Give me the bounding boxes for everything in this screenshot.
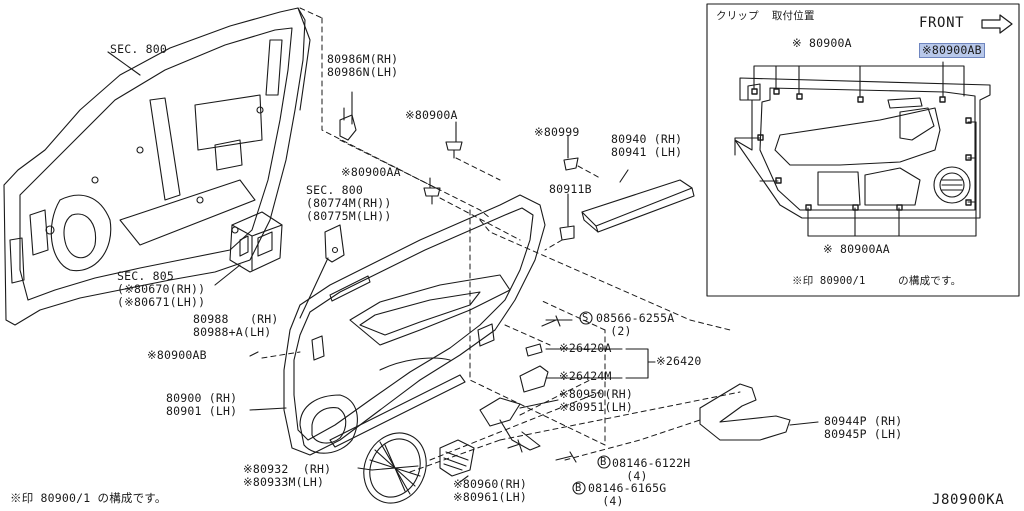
circle-label-b2: B [575,482,582,494]
front-arrow-icon [981,14,1013,34]
diagram-id: J80900KA [932,492,1005,508]
label-80988: 80988 (RH) 80988+A(LH) [193,312,279,339]
label-80950: ※80950(RH) ※80951(LH) [559,387,633,414]
switch-80950 [479,397,541,451]
dashed-guides [261,7,741,473]
inset-box [706,3,1020,297]
clip-80900aa [423,187,441,205]
label-26424m: ※26424M [559,369,612,383]
leader-lines [107,51,819,483]
finisher-80944p [699,383,791,441]
label-08566: 08566-6255A (2) [596,311,675,338]
label-sec805: SEC. 805 (※80670(RH)) (※80671(LH)) [117,269,206,309]
bolt-08146-6122h [555,451,577,463]
clip-80911b [559,225,575,241]
label-80999: ※80999 [534,125,580,139]
circle-label-b1: B [600,456,607,468]
label-sec800-top: SEC. 800 [110,42,167,56]
label-80900aa: ※80900AA [341,165,401,179]
label-80900a: ※80900A [405,108,458,122]
screw-08566 [541,315,561,327]
inset-note: ※印 80900/1 の構成です。 [792,275,962,287]
cover-80960 [439,439,475,477]
circle-label-s: S [582,312,589,324]
bolt-08146-6165g [507,439,523,453]
inset-label-80900aa: ※ 80900AA [823,242,890,256]
lamp-26424m [519,365,549,393]
bracket-80988 [324,224,345,263]
label-80932: ※80932 (RH) ※80933M(LH) [243,462,332,489]
label-80944p: 80944P (RH) 80945P (LH) [824,414,903,441]
clip-80999 [563,157,579,171]
module-sec805 [229,211,283,273]
label-80986: 80986M(RH) 80986N(LH) [327,52,399,79]
label-80960: ※80960(RH) ※80961(LH) [453,477,527,504]
lamp-26420a [525,343,543,357]
clip-80900a [445,141,463,159]
label-26420a: ※26420A [559,341,612,355]
label-80900ab: ※80900AB [147,348,207,362]
label-80900: 80900 (RH) 80901 (LH) [166,391,238,418]
label-80940: 80940 (RH) 80941 (LH) [611,132,683,159]
label-26420: ※26420 [656,354,702,368]
label-80911b: 80911B [549,182,592,196]
inset-label-80900a: ※ 80900A [792,36,852,50]
inset-front-label: FRONT [919,15,965,31]
footnote: ※印 80900/1 の構成です。 [10,491,167,505]
label-08146-6122h: 08146-6122H (4) [612,456,691,483]
label-08146-6165g: 08146-6165G (4) [588,481,667,508]
label-sec800-mid: SEC. 800 (80774M(RH)) (80775M(LH)) [306,183,392,223]
bracket-80986 [339,107,357,141]
door-trim-panel [283,194,546,456]
door-frame [3,7,311,326]
armrest-pad [581,179,695,233]
inset-title: クリップ 取付位置 [716,10,815,22]
inset-label-80900ab: ※80900AB [919,43,985,58]
speaker-grille [363,432,427,504]
